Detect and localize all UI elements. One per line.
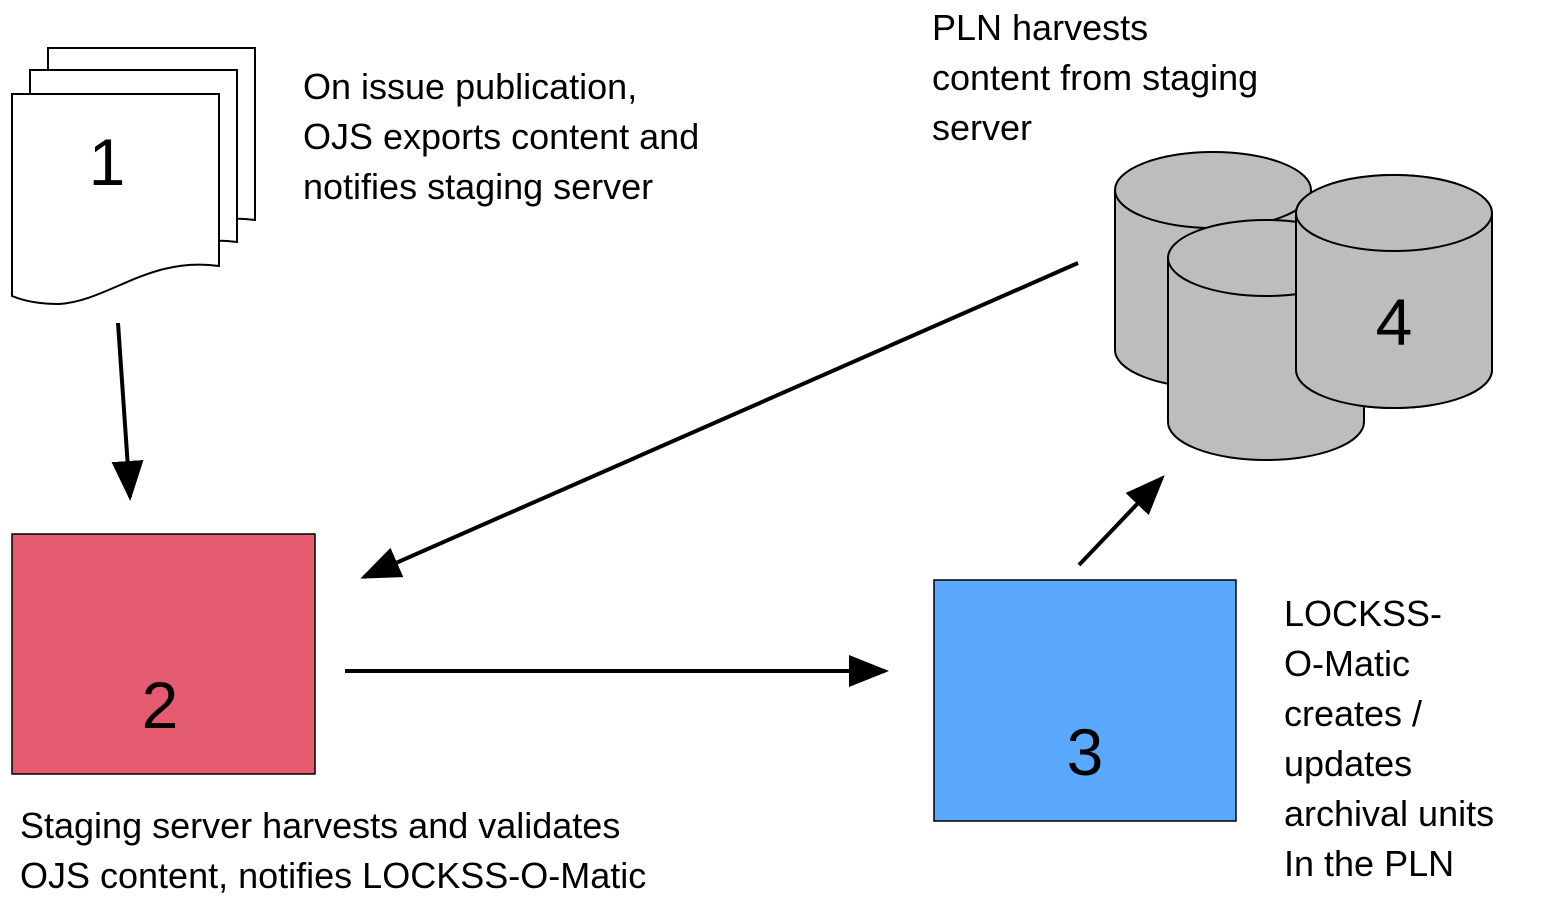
step-3-number: 3	[1067, 715, 1104, 789]
step-4-caption: PLN harvests content from staging server	[932, 3, 1258, 153]
step-2-caption-line: OJS content, notifies LOCKSS-O-Matic	[20, 855, 647, 896]
step-1-caption-line: OJS exports content and	[303, 116, 700, 157]
step-3-caption-line: archival units	[1284, 793, 1495, 834]
step-1-caption: On issue publication, OJS exports conten…	[303, 62, 699, 212]
step-1-number: 1	[89, 125, 126, 199]
step-3-caption-line: O-Matic	[1284, 643, 1410, 684]
arrow-4-to-2	[360, 261, 1079, 579]
step-2-caption: Staging server harvests and validates OJ…	[20, 801, 646, 901]
step-3-caption-line: creates /	[1284, 693, 1423, 734]
arrow-1-to-2	[111, 322, 144, 501]
database-cylinder-right-front	[1295, 174, 1493, 409]
step-4-caption-line: PLN harvests	[932, 7, 1149, 48]
step-4-number: 4	[1376, 285, 1413, 359]
arrow-3-to-4	[1077, 475, 1165, 567]
step-3-caption-line: LOCKSS-	[1284, 593, 1443, 634]
step-3-caption-line: In the PLN	[1284, 843, 1455, 884]
step-1-caption-line: notifies staging server	[303, 166, 654, 207]
step-3-caption: LOCKSS- O-Matic creates / updates archiv…	[1284, 589, 1494, 889]
document-front-sheet	[11, 93, 220, 306]
document-stack-icon	[11, 47, 256, 306]
lockss-o-matic-box	[933, 579, 1237, 822]
step-3-caption-line: updates	[1284, 743, 1413, 784]
step-1-caption-line: On issue publication,	[303, 66, 638, 107]
database-cluster-icon	[1114, 151, 1493, 461]
staging-server-box	[11, 533, 316, 775]
step-2-caption-line: Staging server harvests and validates	[20, 805, 621, 846]
step-2-number: 2	[142, 668, 179, 742]
step-4-caption-line: content from staging	[932, 57, 1259, 98]
step-4-caption-line: server	[932, 107, 1033, 148]
